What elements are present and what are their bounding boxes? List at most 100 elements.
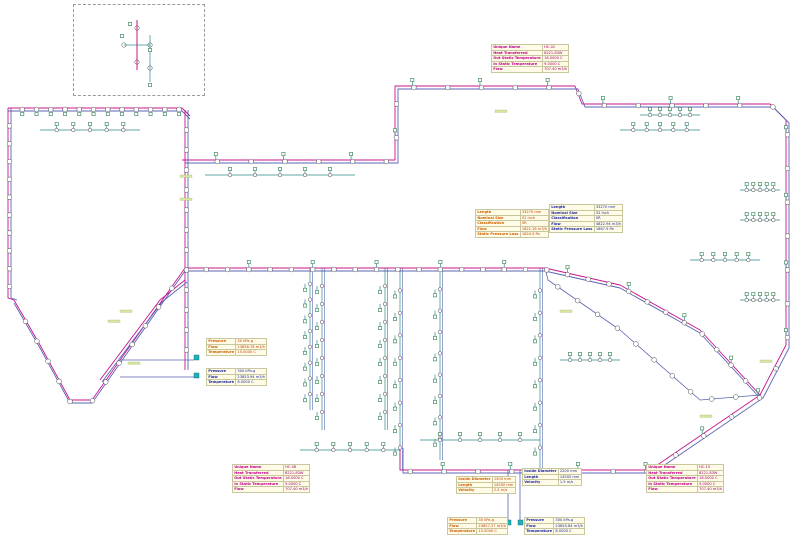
tee-fitting — [48, 112, 53, 116]
junction-node — [411, 84, 417, 91]
junction-node — [6, 265, 13, 272]
tee-fitting — [764, 212, 769, 216]
tee-fitting — [433, 421, 437, 426]
junction-node — [316, 158, 322, 165]
junction-node — [307, 360, 313, 365]
junction-node — [771, 187, 776, 193]
junction-node — [6, 158, 13, 165]
junction-node — [437, 415, 443, 420]
junction-node — [183, 127, 190, 133]
junction-node — [183, 167, 190, 173]
tee-fitting — [734, 252, 739, 256]
pipe-tag — [119, 309, 133, 313]
return-pipe — [101, 281, 188, 383]
table-value: 707.40 m3/h — [282, 486, 311, 493]
junction-node — [382, 301, 388, 307]
junction-node — [522, 266, 529, 273]
junction-node — [784, 267, 791, 273]
junction-node — [497, 437, 503, 443]
supply-pipe — [185, 267, 761, 396]
tee-fitting — [684, 122, 689, 126]
inset-detail — [120, 20, 152, 87]
tee-fitting — [20, 112, 25, 116]
junction-node — [606, 281, 612, 287]
junction-node — [437, 329, 443, 335]
junction-node — [699, 257, 704, 263]
junction-node — [555, 284, 561, 290]
tee-fitting — [578, 352, 582, 356]
table-key: Static Pressure Loss — [549, 226, 595, 233]
junction-node — [647, 112, 653, 118]
junction-node — [121, 127, 126, 133]
junction-node — [307, 313, 313, 318]
tee-fitting — [736, 96, 741, 100]
junction-node — [746, 257, 751, 263]
junction-node — [537, 310, 543, 315]
tee-fitting — [303, 382, 307, 387]
junction-node — [62, 106, 68, 113]
junction-node — [227, 172, 233, 178]
tee-fitting — [91, 112, 96, 116]
tee-fitting — [678, 107, 682, 111]
junction-node — [784, 334, 791, 341]
junction-node — [437, 287, 443, 292]
junction-node — [517, 437, 523, 443]
tee-fitting — [658, 107, 662, 111]
tee-fitting — [315, 362, 319, 366]
tee-fitting — [433, 378, 437, 383]
junction-node — [594, 311, 601, 318]
return-pipe — [13, 270, 186, 404]
tee-fitting — [303, 398, 307, 403]
junction-node — [784, 199, 791, 205]
table-key: In Static Temperature — [232, 480, 284, 488]
tee-fitting — [378, 398, 382, 402]
junction-node — [395, 266, 401, 273]
tee-fitting — [565, 265, 570, 269]
junction-node — [546, 84, 552, 91]
tee-fitting — [393, 384, 397, 389]
junction-node — [6, 176, 13, 183]
junction-node — [56, 378, 62, 385]
tee-fitting — [626, 282, 631, 286]
junction-node — [564, 271, 571, 278]
junction-node — [597, 357, 603, 363]
junction-node — [319, 409, 325, 415]
junction-node — [133, 106, 139, 113]
junction-node — [722, 257, 728, 263]
table-key: Flow — [646, 486, 698, 493]
junction-node — [246, 266, 252, 273]
table-key: Flow — [205, 373, 237, 381]
junction-node — [383, 158, 390, 165]
junction-node — [307, 281, 313, 286]
junction-node — [119, 106, 125, 113]
junction-node — [701, 433, 707, 439]
junction-node — [784, 233, 791, 239]
tee-fitting — [533, 384, 537, 389]
junction-node — [657, 127, 663, 133]
junction-node — [54, 127, 59, 133]
tee-fitting — [533, 339, 537, 344]
table-value: 18.0000 C — [282, 475, 311, 482]
tee-fitting — [54, 122, 59, 126]
junction-node — [282, 158, 288, 165]
tee-fitting — [88, 122, 92, 126]
tee-fitting — [588, 352, 592, 356]
tee-fitting — [246, 260, 251, 264]
